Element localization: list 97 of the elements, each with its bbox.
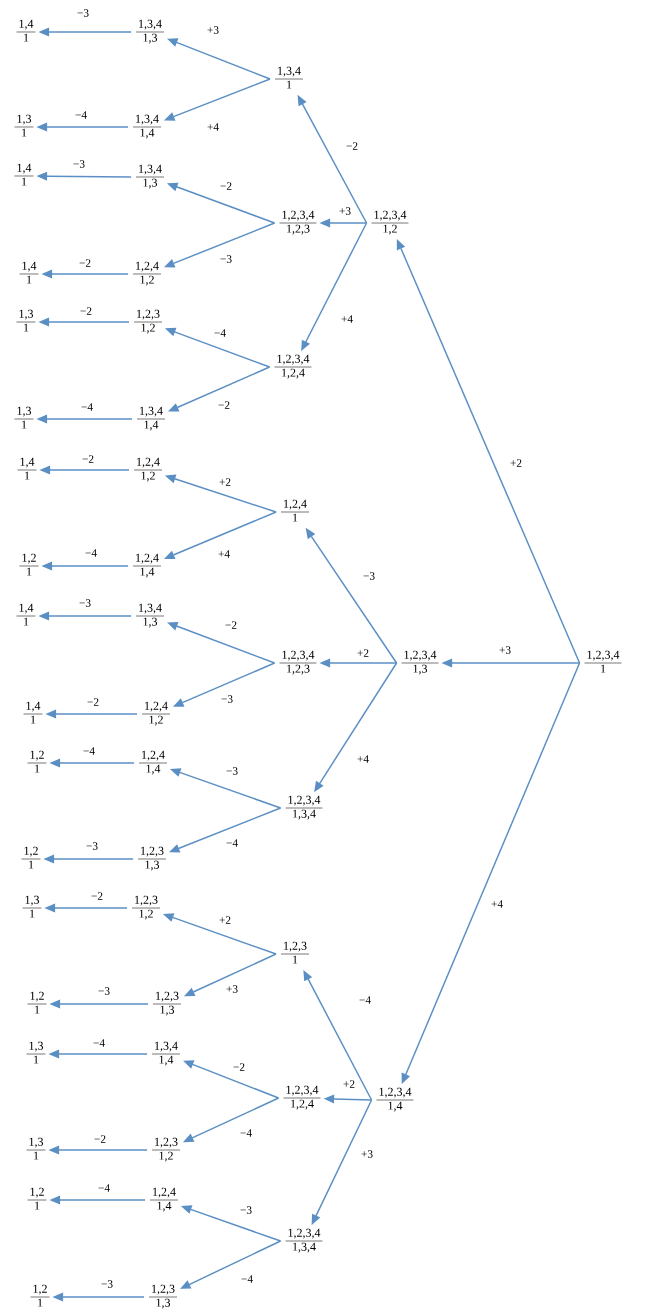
edge-label: +3	[338, 206, 352, 216]
fraction: 1,3 1	[14, 406, 34, 429]
fraction: 1,2,3,4 1,3,4	[285, 795, 323, 820]
edge-label: −2	[86, 697, 100, 707]
fraction: 1,3 1	[16, 309, 36, 332]
fraction: 1,2,4 1,2	[132, 261, 162, 286]
fraction: 1,2 1	[27, 991, 47, 1014]
edge-label: −2	[78, 258, 92, 268]
edge-label: −4	[97, 1183, 111, 1193]
edge-label: +3	[360, 1149, 374, 1159]
fraction: 1,2,3,4 1,3,4	[285, 1228, 323, 1253]
fraction: 1,3,4 1,4	[151, 1041, 181, 1066]
edge-label: +2	[356, 648, 370, 658]
edge-label: −3	[225, 766, 239, 776]
edge-label: −4	[82, 746, 96, 756]
edge-label: −3	[76, 8, 90, 18]
fraction: 1,2,3 1,3	[152, 991, 182, 1016]
edge-label: −4	[225, 838, 239, 848]
edge-label: +4	[206, 122, 220, 132]
edge-label: +3	[206, 25, 220, 35]
edge-label: −3	[220, 694, 234, 704]
edge-label: −2	[224, 620, 238, 630]
edge-label: −3	[239, 1205, 253, 1215]
edge-label: +2	[509, 458, 523, 468]
edge-label: −2	[79, 306, 93, 316]
edge-label: +3	[225, 984, 239, 994]
edge-label: −4	[74, 110, 88, 120]
fraction: 1,2,3,4 1,2,3	[279, 650, 317, 675]
fraction: 1,4 1	[17, 457, 37, 480]
edge-label: −3	[219, 254, 233, 264]
edge-label: +2	[218, 915, 232, 925]
edge-label: +2	[218, 477, 232, 487]
edge-label: −4	[84, 548, 98, 558]
fraction: 1,3 1	[14, 114, 34, 137]
fraction: 1,2,3 1,2	[131, 895, 161, 920]
edge-label: −2	[219, 181, 233, 191]
fraction: 1,2,4 1,2	[133, 457, 163, 482]
fraction: 1,2,3 1,2	[133, 309, 163, 334]
fraction: 1,3,4 1	[274, 66, 304, 89]
fraction: 1,2,3,4 1,2	[371, 210, 409, 235]
fraction: 1,2,4 1,4	[138, 750, 168, 775]
edge-label: −4	[92, 1038, 106, 1048]
fraction: 1,2 1	[19, 553, 39, 576]
fraction: 1,4 1	[16, 19, 36, 42]
fraction: 1,2,3,4 1,2,4	[274, 354, 312, 379]
fraction: 1,2 1	[27, 750, 47, 773]
fraction: 1,4 1	[23, 701, 43, 724]
edge-label: −4	[213, 328, 227, 338]
edge-label: −3	[78, 598, 92, 608]
fraction: 1,2,3 1	[280, 941, 310, 964]
edge-label: −2	[81, 454, 95, 464]
edge-label: −3	[97, 986, 111, 996]
fraction: 1,4 1	[14, 163, 34, 186]
fraction: 1,2,3,4 1,4	[376, 1087, 414, 1112]
edge-label: +2	[342, 1079, 356, 1089]
fraction: 1,3,4 1,3	[135, 19, 165, 44]
fraction: 1,4 1	[16, 603, 36, 626]
edge-label: −2	[93, 1134, 107, 1144]
fraction: 1,2,4 1,4	[132, 553, 162, 578]
fraction: 1,2 1	[30, 1284, 50, 1307]
fraction: 1,2,3 1,3	[137, 846, 167, 871]
fraction: 1,4 1	[19, 261, 39, 284]
fraction: 1,2,3,4 1	[584, 650, 622, 673]
edge-label: −3	[85, 841, 99, 851]
fraction: 1,2,3,4 1,2,4	[283, 1085, 321, 1110]
edge-label: +4	[340, 314, 354, 324]
fraction: 1,2,4 1,4	[149, 1187, 179, 1212]
fraction: 1,3,4 1,4	[132, 114, 162, 139]
fraction: 1,3,4 1,4	[136, 406, 166, 431]
fraction: 1,3 1	[22, 895, 42, 918]
edge-label: −4	[358, 995, 372, 1005]
edge-label: −4	[239, 1128, 253, 1138]
edge-label: +4	[217, 549, 231, 559]
fraction: 1,2 1	[21, 846, 41, 869]
edge-label: +4	[490, 899, 504, 909]
fraction: 1,3 1	[26, 1137, 46, 1160]
fraction: 1,2,3,4 1,3	[401, 650, 439, 675]
edge-label: −2	[345, 141, 359, 151]
edge-label: +4	[356, 754, 370, 764]
edge-label: −4	[80, 402, 94, 412]
fraction: 1,3,4 1,3	[135, 164, 165, 189]
edge-label: −2	[232, 1062, 246, 1072]
edge-label: −2	[217, 400, 231, 410]
edge-label: −3	[100, 1279, 114, 1289]
fraction: 1,3 1	[26, 1041, 46, 1064]
fraction: 1,3,4 1,3	[135, 603, 165, 628]
fraction: 1,2,3 1,2	[151, 1137, 181, 1162]
edge-label: −4	[240, 1274, 254, 1284]
edge-label: −3	[72, 159, 86, 169]
edge-label: −2	[90, 891, 104, 901]
fraction: 1,2,4 1	[280, 499, 310, 522]
fraction: 1,2 1	[27, 1187, 47, 1210]
edge-label: −3	[362, 571, 376, 581]
fraction: 1,2,4 1,2	[141, 701, 171, 726]
fraction: 1,2,3 1,3	[148, 1284, 178, 1309]
fraction: 1,2,3,4 1,2,3	[279, 210, 317, 235]
edge-label: +3	[498, 645, 512, 655]
